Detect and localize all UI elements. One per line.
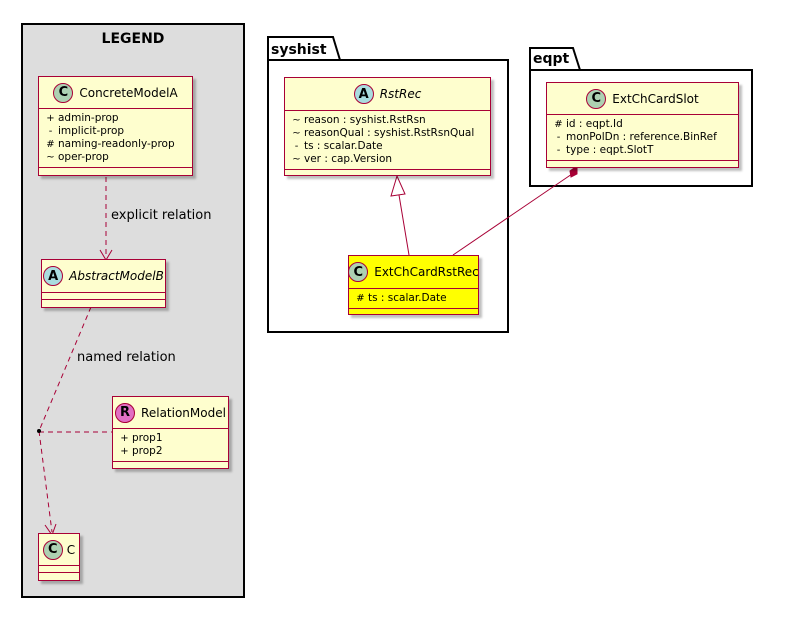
methods-section	[547, 161, 738, 166]
class-name: ConcreteModelA	[79, 85, 178, 100]
public-visibility-icon: +	[120, 433, 129, 444]
attribute-row: ~oper-prop	[39, 151, 192, 164]
class-header: C ExtChCardSlot	[547, 83, 738, 115]
attribute-row: ~ver : cap.Version	[285, 153, 490, 166]
class-name: RelationModel	[141, 405, 226, 420]
attribute-row: +prop1	[113, 432, 228, 445]
class-name: AbstractModelB	[69, 269, 164, 283]
relation-badge-icon: R	[115, 402, 136, 423]
named-relation-line-lower	[38, 430, 53, 533]
package-visibility-icon: ~	[292, 154, 301, 165]
class-extchcardslot[interactable]: C ExtChCardSlot #id : eqpt.Id -monPolDn …	[546, 82, 739, 168]
attribute-text: reasonQual : syshist.RstRsnQual	[304, 127, 475, 139]
class-badge-icon: C	[53, 82, 74, 103]
protected-visibility-icon: #	[554, 119, 563, 130]
class-abstract-model-b[interactable]: A AbstractModelB	[41, 259, 166, 308]
attribute-text: monPolDn : reference.BinRef	[566, 131, 717, 143]
class-badge-icon: C	[42, 539, 63, 560]
private-visibility-icon: -	[556, 132, 561, 143]
attribute-row: -ts : scalar.Date	[285, 140, 490, 153]
public-visibility-icon: +	[120, 446, 129, 457]
class-header: C C	[39, 534, 79, 566]
class-badge-icon: C	[348, 262, 369, 282]
syshist-package-title: syshist	[271, 42, 327, 58]
attribute-text: ts : scalar.Date	[368, 292, 447, 304]
attribute-text: implicit-prop	[58, 125, 125, 137]
methods-section	[285, 170, 490, 175]
methods-section	[349, 309, 478, 314]
legend-title: LEGEND	[101, 31, 165, 47]
attribute-text: admin-prop	[58, 112, 119, 124]
attribute-text: id : eqpt.Id	[566, 118, 623, 130]
attribute-text: prop1	[132, 432, 163, 444]
attribute-row: ~reasonQual : syshist.RstRsnQual	[285, 127, 490, 140]
class-name: ExtChCardSlot	[612, 91, 699, 106]
attribute-row: #ts : scalar.Date	[349, 292, 478, 305]
package-visibility-icon: ~	[292, 115, 301, 126]
private-visibility-icon: -	[294, 141, 299, 152]
public-visibility-icon: +	[46, 113, 55, 124]
attributes-section: #ts : scalar.Date	[349, 289, 478, 309]
relation-junction-point	[37, 429, 41, 433]
inheritance-triangle	[390, 174, 406, 197]
explicit-relation-label: explicit relation	[111, 208, 212, 223]
attribute-text: ver : cap.Version	[304, 153, 393, 165]
attributes-section	[42, 293, 165, 300]
attributes-section	[39, 566, 79, 573]
package-visibility-icon: ~	[292, 128, 301, 139]
attribute-text: ts : scalar.Date	[304, 140, 383, 152]
attribute-row: ~reason : syshist.RstRsn	[285, 114, 490, 127]
attributes-section: #id : eqpt.Id -monPolDn : reference.BinR…	[547, 115, 738, 161]
composition-line	[452, 173, 573, 256]
class-header: C ConcreteModelA	[39, 77, 192, 109]
eqpt-package-title: eqpt	[533, 51, 570, 67]
class-name: ExtChCardRstRec	[374, 265, 479, 279]
attribute-text: type : eqpt.SlotT	[566, 144, 654, 156]
attribute-row: -implicit-prop	[39, 125, 192, 138]
private-visibility-icon: -	[556, 145, 561, 156]
class-name: C	[66, 542, 76, 557]
attribute-row: #naming-readonly-prop	[39, 138, 192, 151]
attribute-row: -type : eqpt.SlotT	[547, 144, 738, 157]
class-header: A AbstractModelB	[42, 260, 165, 293]
class-rstrec[interactable]: A RstRec ~reason : syshist.RstRsn ~reaso…	[284, 77, 491, 176]
methods-section	[113, 462, 228, 468]
class-header: C ExtChCardRstRec	[348, 256, 479, 289]
attributes-section: +admin-prop -implicit-prop #naming-reado…	[39, 109, 192, 168]
attribute-text: oper-prop	[58, 151, 109, 163]
class-header: R RelationModel	[113, 397, 228, 429]
attributes-section: ~reason : syshist.RstRsn ~reasonQual : s…	[285, 111, 490, 170]
package-visibility-icon: ~	[46, 152, 55, 163]
class-concrete-model-a[interactable]: C ConcreteModelA +admin-prop -implicit-p…	[38, 76, 193, 176]
attribute-row: +prop2	[113, 445, 228, 458]
abstract-badge-icon: A	[353, 84, 374, 104]
attribute-text: reason : syshist.RstRsn	[304, 114, 426, 126]
attributes-section: +prop1 +prop2	[113, 429, 228, 462]
named-relation-label: named relation	[77, 350, 176, 365]
class-name: RstRec	[379, 87, 422, 101]
class-extchcardrstrec[interactable]: C ExtChCardRstRec #ts : scalar.Date	[348, 255, 479, 315]
attribute-row: #id : eqpt.Id	[547, 118, 738, 131]
protected-visibility-icon: #	[46, 139, 55, 150]
composition-diamond	[569, 165, 578, 178]
methods-section	[39, 168, 192, 174]
methods-section	[42, 300, 165, 307]
attribute-row: +admin-prop	[39, 112, 192, 125]
named-relation-line-upper	[38, 306, 92, 432]
abstract-badge-icon: A	[43, 266, 64, 286]
protected-visibility-icon: #	[356, 293, 365, 304]
class-relation-model[interactable]: R RelationModel +prop1 +prop2	[112, 396, 229, 469]
inheritance-line	[398, 194, 410, 256]
class-c[interactable]: C C	[38, 533, 80, 581]
attribute-text: naming-readonly-prop	[58, 138, 175, 150]
private-visibility-icon: -	[48, 126, 53, 137]
attribute-row: -monPolDn : reference.BinRef	[547, 131, 738, 144]
attribute-text: prop2	[132, 445, 163, 457]
methods-section	[39, 573, 79, 580]
class-badge-icon: C	[586, 88, 607, 109]
class-header: A RstRec	[285, 78, 490, 111]
